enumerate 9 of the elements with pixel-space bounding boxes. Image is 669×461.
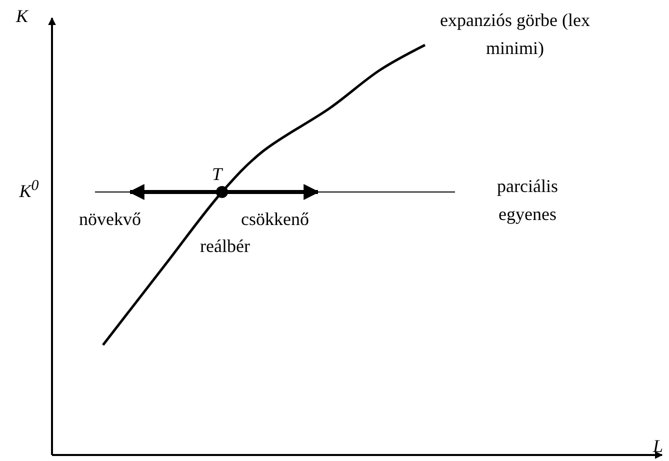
axis-label: L xyxy=(652,435,664,458)
point-label: T xyxy=(210,163,224,186)
curve-label: expanziós görbe (lex minimi) xyxy=(439,9,591,60)
axis-label: K$^{0}$ xyxy=(18,177,40,203)
text-label: csökkenő xyxy=(240,208,310,231)
text-label: növekvő xyxy=(78,208,142,231)
line-label: parciális egyenes xyxy=(496,175,559,226)
axis-label: K xyxy=(14,5,30,28)
text-label: reálbér xyxy=(199,235,251,258)
